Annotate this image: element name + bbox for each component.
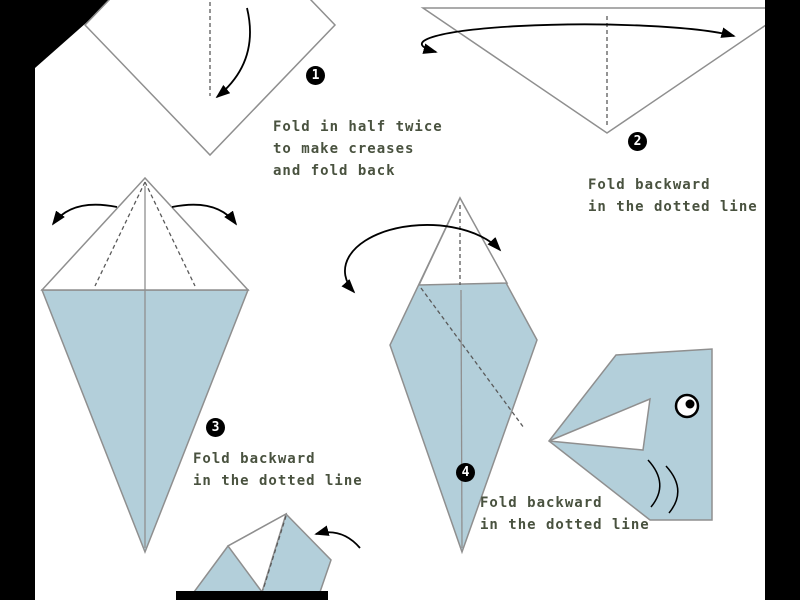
step-4-badge: 4 [456,463,475,482]
rotate-arrow-icon [341,224,502,294]
instruction-line: and fold back [273,163,396,179]
step5-diagram [176,512,361,600]
instruction-line: Fold backward [193,451,316,467]
step4-diagram [341,196,538,555]
step3-diagram [40,176,250,555]
instruction-line: in the dotted line [588,199,758,215]
fish-mouth [548,397,651,451]
finished-fish-diagram [547,348,713,521]
letterbox-right [765,0,800,600]
step1-diagram [83,0,337,157]
instruction-line: in the dotted line [193,473,363,489]
fold-right-flap-arrow-icon [171,203,238,226]
image-crop-edge [176,591,328,600]
instruction-line: in the dotted line [480,517,650,533]
step-2-instruction: Fold backward in the dotted line [588,174,758,218]
instruction-line: Fold backward [480,495,603,511]
step2-diagram [420,7,794,134]
instruction-line: Fold in half twice [273,119,443,135]
rotate-ellipse-arrow-icon [420,23,736,54]
fish-gill-line [665,465,679,514]
fold-left-flap-arrow-icon [51,203,118,226]
fish-gill-line [647,459,661,508]
fish-pupil [685,399,695,409]
step-3-badge: 3 [206,418,225,437]
instruction-line: Fold backward [588,177,711,193]
step-1-badge: 1 [306,66,325,85]
step-3-instruction: Fold backward in the dotted line [193,448,363,492]
letterbox-left [0,0,35,600]
fold-back-arrow-icon [314,525,361,549]
step-1-instruction: Fold in half twice to make creases and f… [273,116,443,182]
instruction-line: to make creases [273,141,415,157]
step-4-instruction: Fold backward in the dotted line [480,492,650,536]
step-2-badge: 2 [628,132,647,151]
fold-down-arrow-icon [215,7,251,99]
